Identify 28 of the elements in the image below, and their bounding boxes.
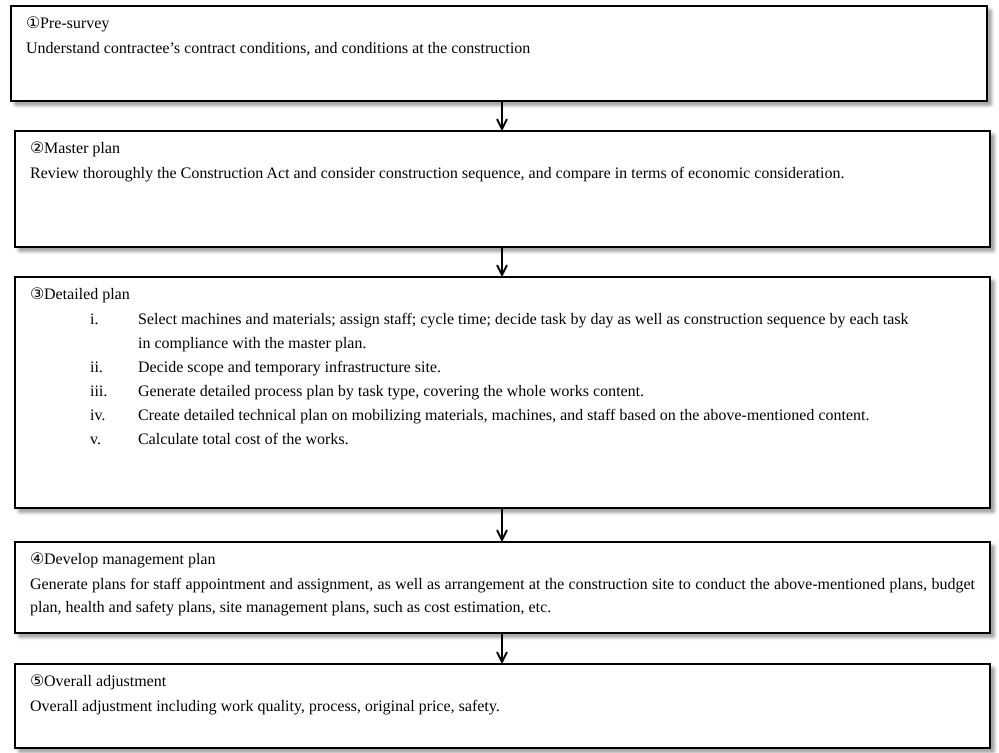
process-box (10, 5, 988, 102)
process-box (14, 663, 991, 749)
list-numeral: i. (89, 310, 100, 330)
arrow (496, 248, 508, 276)
list-numeral: iii. (89, 382, 108, 402)
box-heading: ②Master plan (30, 139, 121, 159)
arrow (496, 509, 508, 541)
box-description: Understand contractee’s contract conditions, and conditions at the construction (26, 39, 532, 59)
process-box (14, 130, 991, 248)
list-item-text: Decide scope and temporary infrastructure site. (138, 358, 442, 378)
box-heading: ③Detailed plan (30, 285, 131, 305)
list-item-text: Calculate total cost of the works. (138, 430, 350, 450)
process-box (14, 541, 991, 634)
arrow (496, 102, 508, 130)
list-numeral: v. (89, 430, 102, 450)
list-numeral: ii. (89, 358, 104, 378)
list-numeral: iv. (89, 406, 106, 426)
box-description: Overall adjustment including work quality, process, original price, safety. (30, 697, 501, 717)
list-item-text: Generate detailed process plan by task type, covering the whole works content. (138, 382, 646, 402)
process-box (14, 276, 991, 509)
list-item-text: Create detailed technical plan on mobilizing materials, machines, and staff based on the above-mentioned content. (138, 406, 870, 426)
box-heading: ①Pre-survey (26, 14, 110, 34)
list-item-text: Select machines and materials; assign staff; cycle time; decide task by day as well as construction sequence by each task in compliance with the master plan. (138, 310, 910, 354)
box-description: Generate plans for staff appointment and assignment, as well as arrangement at the construction site to conduct the above-mentioned plans, budget plan, health and safety plans, site management plans, such as cost estimation, etc. (30, 575, 975, 618)
box-heading: ⑤Overall adjustment (30, 672, 168, 692)
box-description: Review thoroughly the Construction Act and consider construction sequence, and compare in terms of economic consideration. (30, 164, 846, 184)
box-heading: ④Develop management plan (30, 550, 216, 570)
arrow (496, 634, 508, 663)
